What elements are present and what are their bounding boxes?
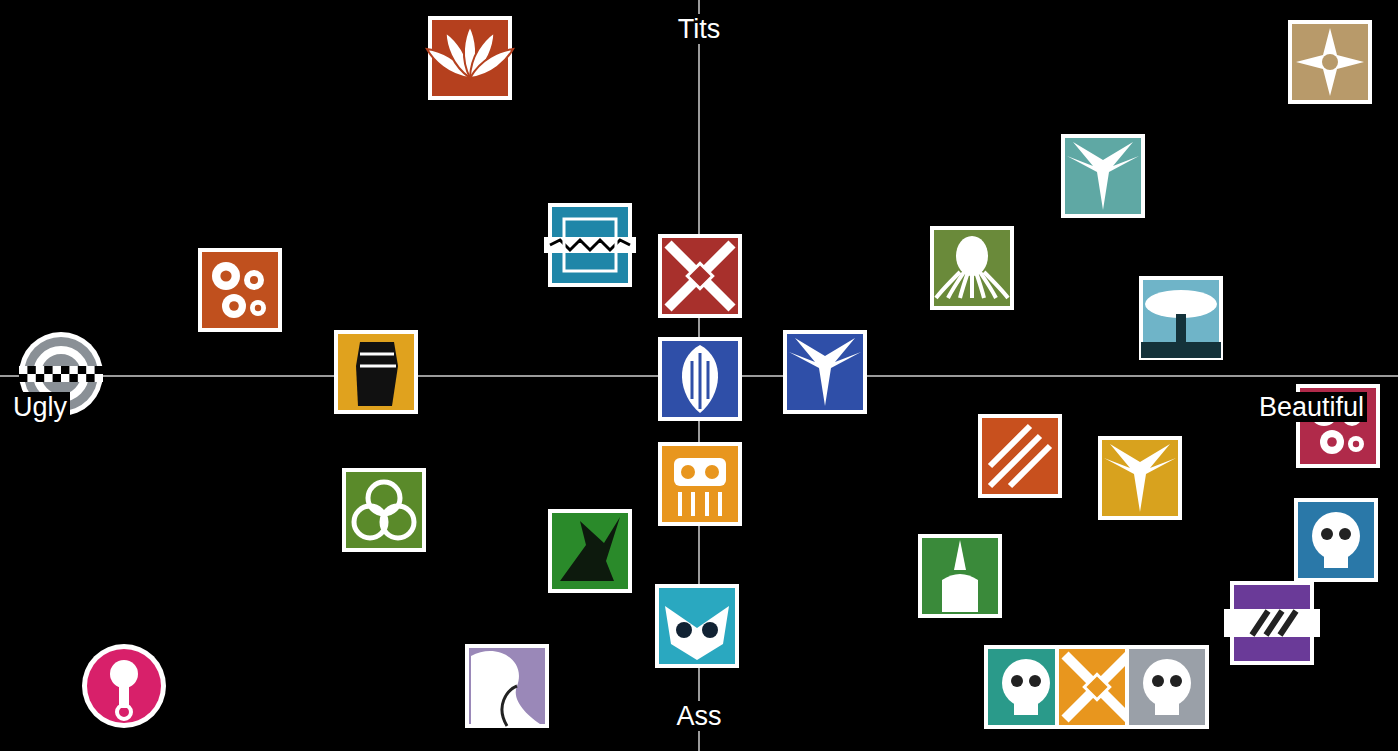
operator-icon	[1141, 278, 1221, 358]
operator-icon	[344, 470, 424, 550]
operator-icon	[1127, 647, 1207, 727]
operator-icon	[550, 511, 630, 591]
operator-icon	[660, 444, 740, 524]
axis-label: Ass	[673, 701, 724, 731]
axis-label: Tits	[675, 14, 724, 44]
operator-icon	[544, 205, 636, 285]
operator-icon	[980, 416, 1060, 496]
operator-icon	[336, 332, 416, 412]
operator-icon	[423, 18, 516, 98]
operator-icon	[920, 536, 1000, 616]
operator-icon	[200, 250, 280, 330]
operator-icon	[1100, 438, 1180, 518]
operator-icon	[1224, 583, 1320, 663]
operator-icon	[467, 646, 547, 726]
operator-icon	[1290, 22, 1370, 102]
operator-icon	[1296, 500, 1376, 580]
operator-icon	[932, 228, 1012, 308]
axis-label: Beautiful	[1256, 392, 1367, 422]
operator-icon	[785, 332, 865, 412]
operator-icon	[657, 586, 737, 666]
operator-icon	[660, 236, 740, 316]
axis-label: Ugly	[10, 392, 70, 422]
operator-icon	[82, 644, 166, 728]
operator-icon	[1063, 136, 1143, 216]
operator-icon	[986, 647, 1066, 727]
operator-icon	[660, 339, 740, 419]
